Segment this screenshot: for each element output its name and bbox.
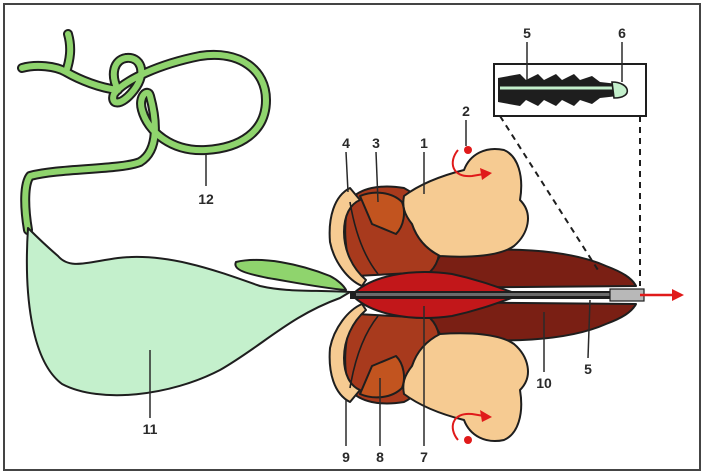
label-3: 3 <box>372 135 380 151</box>
label-11: 11 <box>143 421 158 437</box>
label-6: 6 <box>618 25 626 41</box>
label-7: 7 <box>420 449 428 465</box>
label-9: 9 <box>342 449 350 465</box>
sting-tip <box>610 289 644 301</box>
label-12: 12 <box>198 191 214 207</box>
label-5-bottom: 5 <box>584 361 592 377</box>
label-5-top: 5 <box>523 25 531 41</box>
label-1: 1 <box>420 135 428 151</box>
sting-shaft-highlight <box>356 293 638 296</box>
label-10: 10 <box>536 375 552 391</box>
label-4: 4 <box>342 135 350 151</box>
label-8: 8 <box>376 449 384 465</box>
label-2: 2 <box>462 103 470 119</box>
